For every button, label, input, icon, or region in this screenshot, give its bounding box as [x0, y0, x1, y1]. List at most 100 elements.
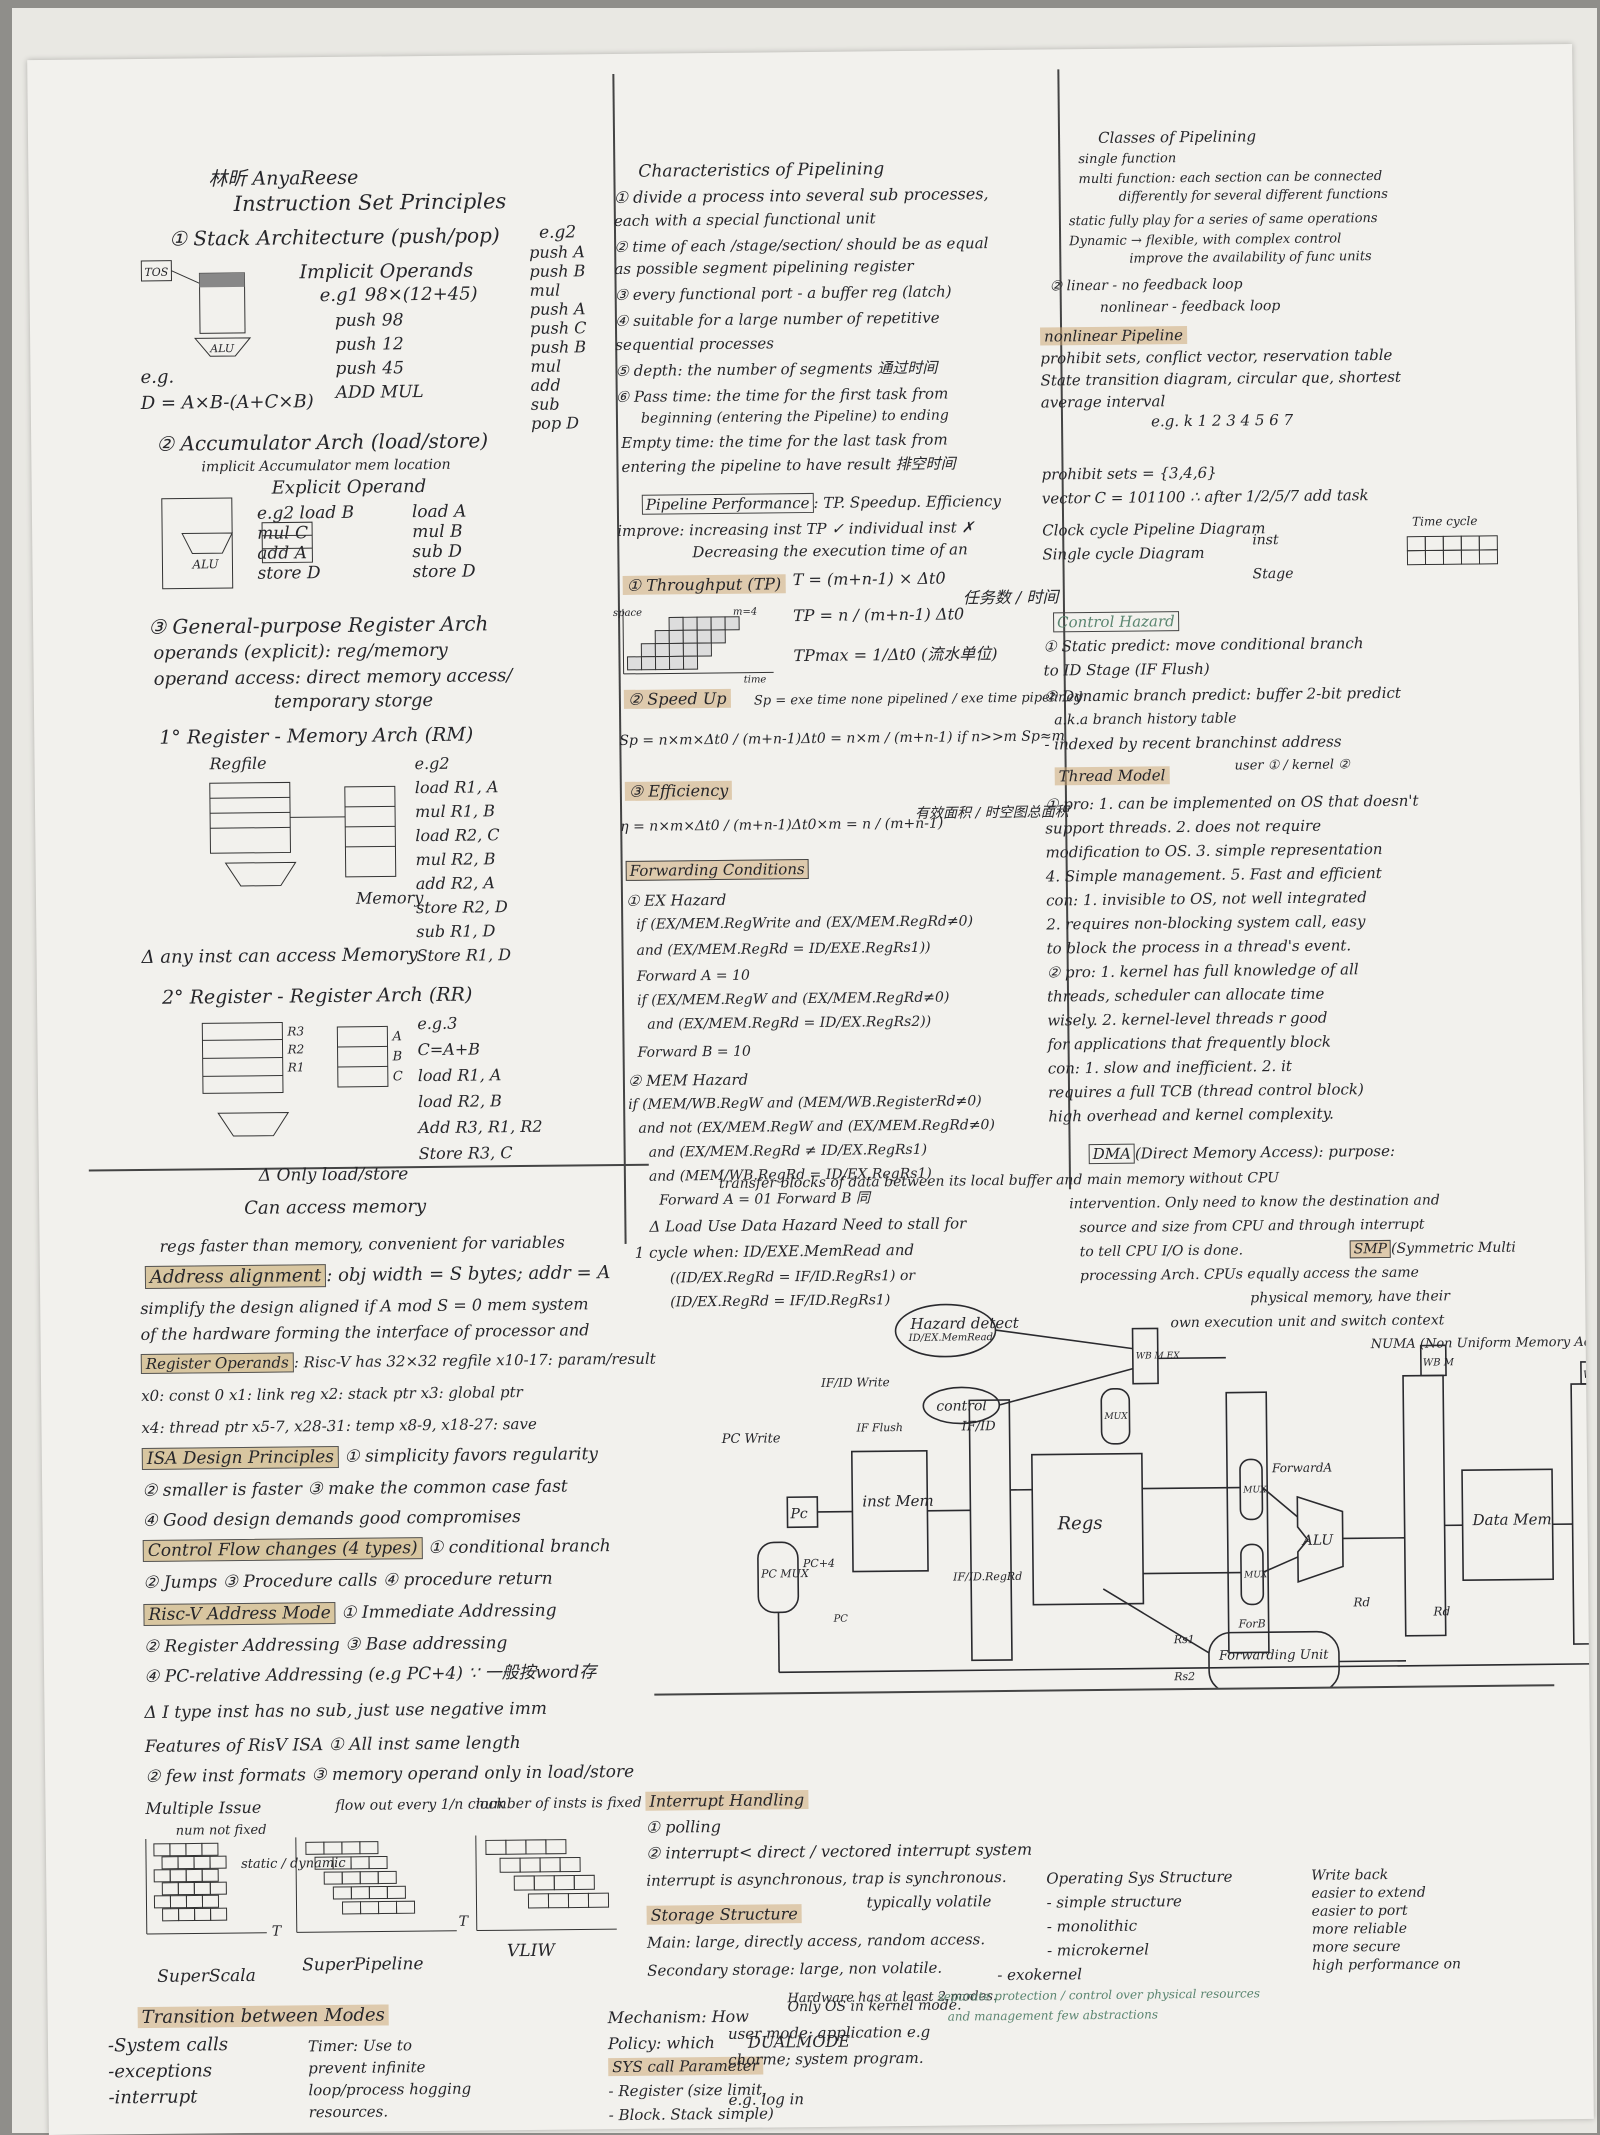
- mux-control: MUX: [1103, 1412, 1128, 1422]
- os-structure-heading: Operating Sys Structure: [1046, 1870, 1232, 1887]
- superscala-cell: [211, 1908, 227, 1920]
- control-hazard-2: to ID Stage (IF Flush): [1044, 662, 1210, 679]
- superscala-cell: [162, 1857, 178, 1869]
- superpipeline-cell: [315, 1857, 333, 1869]
- efficiency-heading: ③ Efficiency: [625, 781, 733, 801]
- char-6b: beginning (entering the Pipeline) to end…: [641, 409, 949, 426]
- superscala-cell: [186, 1895, 202, 1907]
- superpipeline-cell: [369, 1886, 387, 1898]
- superscala-cell: [170, 1844, 186, 1856]
- rm-eg-6: store R2, D: [416, 899, 508, 916]
- register-operands-text: : Risc-V has 32×32 regfile x10-17: param…: [294, 1350, 656, 1372]
- vliw-cell: [528, 1894, 548, 1908]
- forwarding-heading: Forwarding Conditions: [626, 859, 809, 881]
- isa-design-1: ① simplicity favors regularity: [344, 1444, 598, 1467]
- superpipeline-cell: [387, 1886, 405, 1898]
- dma-2: transfer blocks of data between its loca…: [719, 1171, 1279, 1191]
- class-1: single function: [1078, 152, 1176, 166]
- isa-design-heading: ISA Design Principles: [142, 1446, 339, 1470]
- smp-2: processing Arch. CPUs equally access the…: [1080, 1266, 1419, 1284]
- eg-login: e.g. log in: [729, 2092, 805, 2108]
- time-cycle-cell: [1443, 536, 1461, 550]
- superscala-cell: [202, 1895, 218, 1907]
- vliw-cell: [520, 1858, 540, 1872]
- ifid-write: IF/ID Write: [820, 1375, 890, 1390]
- features-1: ① All inst same length: [329, 1733, 521, 1755]
- performance-text: : TP. Speedup. Efficiency: [813, 492, 1001, 512]
- thread-line-1: support threads. 2. does not require: [1045, 819, 1321, 837]
- space-time-cell: [683, 630, 697, 643]
- mux-a: MUX: [1242, 1485, 1267, 1495]
- ex-cond-1: if (EX/MEM.RegWrite and (EX/MEM.RegRd≠0): [636, 914, 973, 932]
- thread-line-12: requires a full TCB (thread control bloc…: [1048, 1082, 1364, 1100]
- acc-alu-label: ALU: [191, 557, 219, 571]
- control-unit: control: [936, 1398, 987, 1415]
- char-7b: entering the pipeline to have result 排空时…: [621, 456, 955, 474]
- superpipeline-cell: [333, 1857, 351, 1869]
- features-2: ② few inst formats ③ memory operand only…: [145, 1764, 634, 1786]
- thread-line-7: ② pro: 1. kernel has full knowledge of a…: [1047, 962, 1359, 980]
- vliw-cell: [588, 1893, 608, 1907]
- space-time-cell: [697, 617, 711, 630]
- space-time-cell: [669, 630, 683, 643]
- space-time-cell: [711, 617, 725, 630]
- superpipeline-cell: [396, 1901, 414, 1913]
- isa-design-2: ② smaller is faster ③ make the common ca…: [142, 1479, 568, 1500]
- superscala-cell: [210, 1882, 226, 1894]
- push98: push 98: [335, 312, 404, 330]
- column-pipelining: Characteristics of Pipelining ① divide a…: [597, 79, 1057, 84]
- rm-eg-0: e.g2: [414, 756, 449, 772]
- rr-note2: Can access memory: [244, 1198, 426, 1218]
- superpipeline-cell: [351, 1857, 369, 1869]
- char-2: ② time of each /stage/section/ should be…: [614, 236, 988, 255]
- space-time-diagram: space time m=4: [613, 602, 784, 684]
- space-time-cell: [697, 630, 711, 643]
- class-2: multi function: each section can be conn…: [1078, 170, 1382, 186]
- superpipeline-cell: [342, 1842, 360, 1854]
- if-flush: IF Flush: [855, 1421, 903, 1434]
- os-right-5: high performance on: [1312, 1957, 1461, 1973]
- space-time-cell: [655, 630, 669, 643]
- vliw-cell: [486, 1840, 506, 1854]
- space-time-cell: [669, 656, 683, 669]
- ifid-register: IF/ID: [960, 1419, 996, 1434]
- m4-label: m=4: [733, 607, 757, 618]
- superscala-label: SuperScala: [157, 1968, 256, 1986]
- char-1: ① divide a process into several sub proc…: [614, 186, 989, 206]
- dma-4: source and size from CPU and through int…: [1079, 1218, 1424, 1236]
- instruction-memory: inst Mem: [862, 1492, 934, 1511]
- control-hazard-1: ① Static predict: move conditional branc…: [1043, 636, 1363, 654]
- performance-improve2: Decreasing the execution time of an: [692, 542, 968, 560]
- vliw-cell: [534, 1876, 554, 1890]
- time-cycle-cell: [1479, 536, 1497, 550]
- vliw-cell: [540, 1858, 560, 1872]
- space-time-cell: [641, 657, 655, 670]
- superscala-cell: [178, 1856, 194, 1868]
- nonlinear-eg: e.g. k 1 2 3 4 5 6 7: [1151, 413, 1293, 429]
- control-flow-heading: Control Flow changes (4 types): [143, 1537, 423, 1562]
- user-mode: user mode: application e.g: [728, 2025, 931, 2042]
- efficiency-formula: η = n×m×Δt0 / (m+n-1)Δt0×m = n / (m+n-1): [620, 817, 943, 834]
- os-separate: separate protection / control over physi…: [937, 1987, 1260, 2002]
- superscala-cell: [195, 1908, 211, 1920]
- address-alignment-2: simplify the design aligned if A mod S =…: [140, 1296, 588, 1317]
- time-cycle-cell: [1407, 537, 1425, 551]
- tp-formula-2: TP = n / (m+n-1) Δt0: [793, 606, 964, 624]
- space-time-cell: [627, 657, 641, 670]
- vliw-cell: [560, 1857, 580, 1871]
- space-time-cell: [697, 643, 711, 656]
- accumulator-heading: ② Accumulator Arch (load/store): [156, 430, 488, 453]
- vliw-label: VLIW: [507, 1943, 555, 1960]
- add-mul: ADD MUL: [336, 384, 424, 402]
- thread-line-4: con: 1. invisible to OS, not well integr…: [1046, 890, 1367, 908]
- rr-mem-a: A: [391, 1029, 402, 1044]
- rr-eg-5: Store R3, C: [419, 1145, 513, 1162]
- tp-chinese: 任务数 / 时间: [963, 589, 1059, 606]
- superpipeline-cell: [360, 1842, 378, 1854]
- mem-cond-2: and not (EX/MEM.RegW and (EX/MEM.RegRd≠0…: [638, 1118, 995, 1136]
- thread-line-8: threads, scheduler can allocate time: [1047, 987, 1324, 1005]
- nonlinear-heading: nonlinear Pipeline: [1040, 326, 1187, 346]
- rm-eg-4: mul R2, B: [415, 851, 495, 868]
- timer-4: resources.: [309, 2104, 389, 2120]
